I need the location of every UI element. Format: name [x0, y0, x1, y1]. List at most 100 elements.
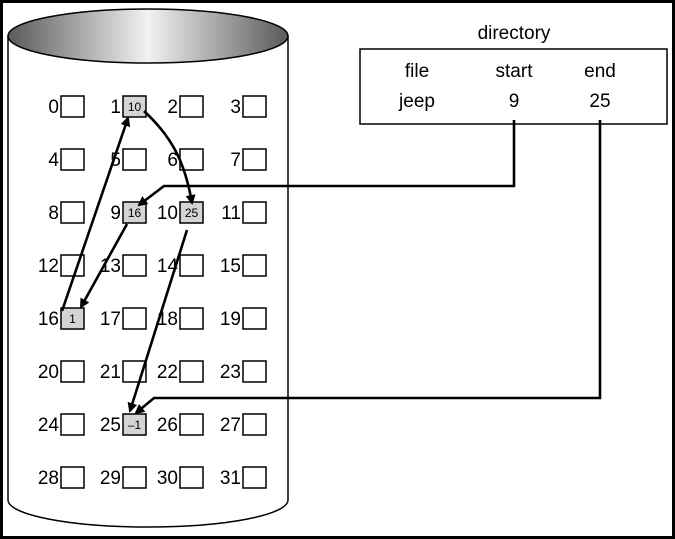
block-box-empty	[179, 95, 204, 118]
header-end: end	[584, 61, 616, 82]
block-number: 22	[157, 362, 178, 383]
block-number: 30	[157, 468, 178, 489]
block-box-empty	[60, 95, 85, 118]
disk-block: 30	[157, 466, 204, 489]
block-pointer-value: 16	[128, 206, 142, 220]
block-box-empty	[242, 360, 267, 383]
directory-title: directory	[478, 23, 551, 44]
block-number: 28	[38, 468, 59, 489]
block-number: 17	[100, 309, 121, 330]
block-number: 5	[110, 150, 121, 171]
disk-block: 20	[38, 360, 85, 383]
pointer-block-16-to-block-1	[60, 116, 131, 312]
block-number: 25	[100, 415, 121, 436]
disk-block: 5	[110, 148, 147, 171]
pointer-block-10-to-block-25	[127, 229, 189, 413]
disk-block: 11	[221, 201, 267, 224]
block-box-used	[122, 95, 147, 118]
block-number: 18	[157, 309, 178, 330]
disk-block: 8	[48, 201, 85, 224]
disk-block: 15	[220, 254, 267, 277]
block-box-empty	[60, 466, 85, 489]
disk-block: 4	[48, 148, 85, 171]
disk-block: 19	[220, 307, 267, 330]
block-box-empty	[179, 466, 204, 489]
disk-block: 6	[167, 148, 204, 171]
block-box-used	[122, 201, 147, 224]
block-box-used	[60, 307, 85, 330]
block-box-empty	[242, 148, 267, 171]
disk-block: 14	[157, 254, 204, 277]
block-box-empty	[60, 413, 85, 436]
block-number: 3	[230, 97, 241, 118]
block-number: 21	[100, 362, 121, 383]
block-number: 12	[38, 256, 59, 277]
block-number: 10	[157, 203, 178, 224]
disk-block: 3	[230, 95, 267, 118]
block-box-empty	[122, 148, 147, 171]
disk-block: 29	[100, 466, 147, 489]
block-number: 6	[167, 150, 178, 171]
disk-block: 22	[157, 360, 204, 383]
block-number: 27	[220, 415, 241, 436]
block-number: 16	[38, 309, 59, 330]
pointer-arrows	[60, 110, 602, 415]
disk-block: 23	[220, 360, 267, 383]
block-pointer-value: 1	[69, 312, 76, 326]
entry-file: jeep	[398, 91, 435, 112]
block-number: 8	[48, 203, 59, 224]
header-file: file	[405, 61, 429, 82]
pointer-block-1-to-block-10	[143, 110, 196, 205]
block-number: 15	[220, 256, 241, 277]
directory-table: directory file start end jeep 9 25	[359, 23, 668, 125]
disk-block: 16 1	[38, 307, 85, 330]
disk-block: 24	[38, 413, 85, 436]
block-pointer-value: –1	[128, 418, 142, 432]
block-box-empty	[242, 254, 267, 277]
disk-block: 2	[167, 95, 204, 118]
block-box-empty	[60, 148, 85, 171]
block-box-empty	[122, 307, 147, 330]
block-number: 11	[221, 203, 241, 224]
block-number: 9	[110, 203, 121, 224]
block-box-empty	[242, 466, 267, 489]
pointer-directory-start-to-block-9	[137, 120, 516, 207]
block-number: 7	[230, 150, 241, 171]
pointer-directory-end-to-block-25	[134, 120, 602, 415]
block-number: 24	[38, 415, 60, 436]
disk-block: 18	[157, 307, 204, 330]
disk-block: 10 25	[157, 201, 204, 224]
block-box-empty	[60, 360, 85, 383]
disk-block: 26	[157, 413, 204, 436]
block-box-empty	[242, 307, 267, 330]
linked-allocation-diagram: directory file start end jeep 9 25 0 1 10 2…	[7, 8, 668, 528]
disk-block: 25 –1	[100, 413, 147, 436]
block-box-empty	[242, 201, 267, 224]
block-box-empty	[242, 95, 267, 118]
block-number: 2	[167, 97, 178, 118]
disk-block: 28	[38, 466, 85, 489]
disk-block: 7	[230, 148, 267, 171]
entry-start: 9	[509, 91, 520, 112]
block-box-empty	[179, 307, 204, 330]
disk-block: 1 10	[110, 95, 147, 118]
block-box-empty	[179, 254, 204, 277]
block-number: 0	[48, 97, 59, 118]
disk-block: 0	[48, 95, 85, 118]
block-number: 1	[110, 97, 121, 118]
disk-block: 31	[220, 466, 267, 489]
block-pointer-value: 25	[185, 206, 199, 220]
disk-top	[7, 8, 289, 64]
block-number: 29	[100, 468, 121, 489]
block-box-empty	[122, 466, 147, 489]
block-box-empty	[179, 413, 204, 436]
disk-block: 9 16	[110, 201, 147, 224]
block-number: 31	[220, 468, 241, 489]
entry-end: 25	[589, 91, 610, 112]
block-number: 23	[220, 362, 241, 383]
block-box-empty	[122, 254, 147, 277]
block-box-empty	[60, 201, 85, 224]
block-number: 20	[38, 362, 59, 383]
block-pointer-value: 10	[128, 100, 142, 114]
